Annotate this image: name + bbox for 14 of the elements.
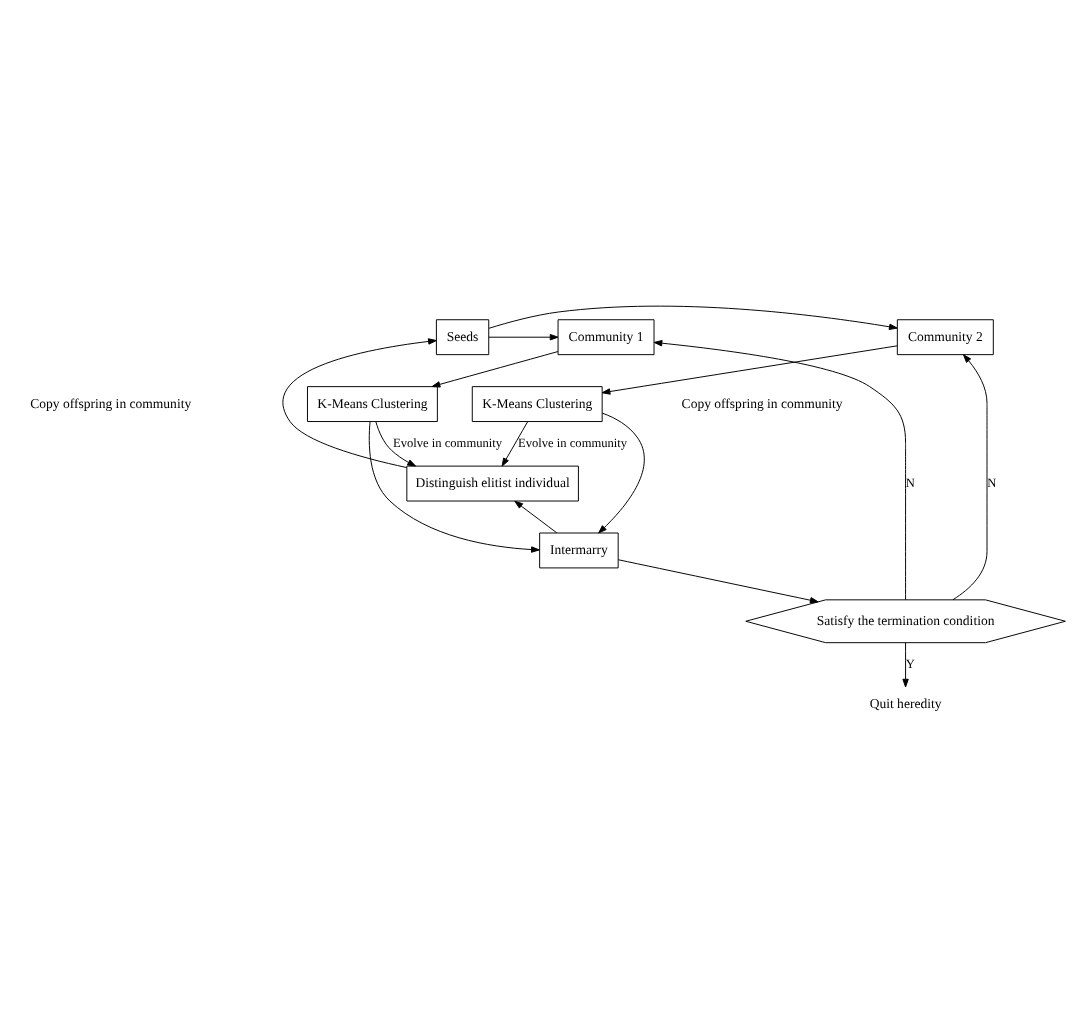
arrow bbox=[952, 354, 988, 601]
arrow bbox=[902, 642, 909, 688]
arrow bbox=[501, 421, 529, 467]
arrow bbox=[601, 345, 898, 395]
arrow bbox=[488, 305, 898, 330]
arrow bbox=[653, 340, 907, 601]
arrow bbox=[598, 412, 645, 534]
arrow bbox=[514, 500, 558, 534]
arrow bbox=[431, 351, 559, 388]
arrow bbox=[375, 421, 417, 467]
arrow bbox=[488, 334, 559, 341]
arrow bbox=[368, 421, 540, 553]
arrow bbox=[282, 338, 437, 469]
arrow bbox=[617, 559, 819, 604]
